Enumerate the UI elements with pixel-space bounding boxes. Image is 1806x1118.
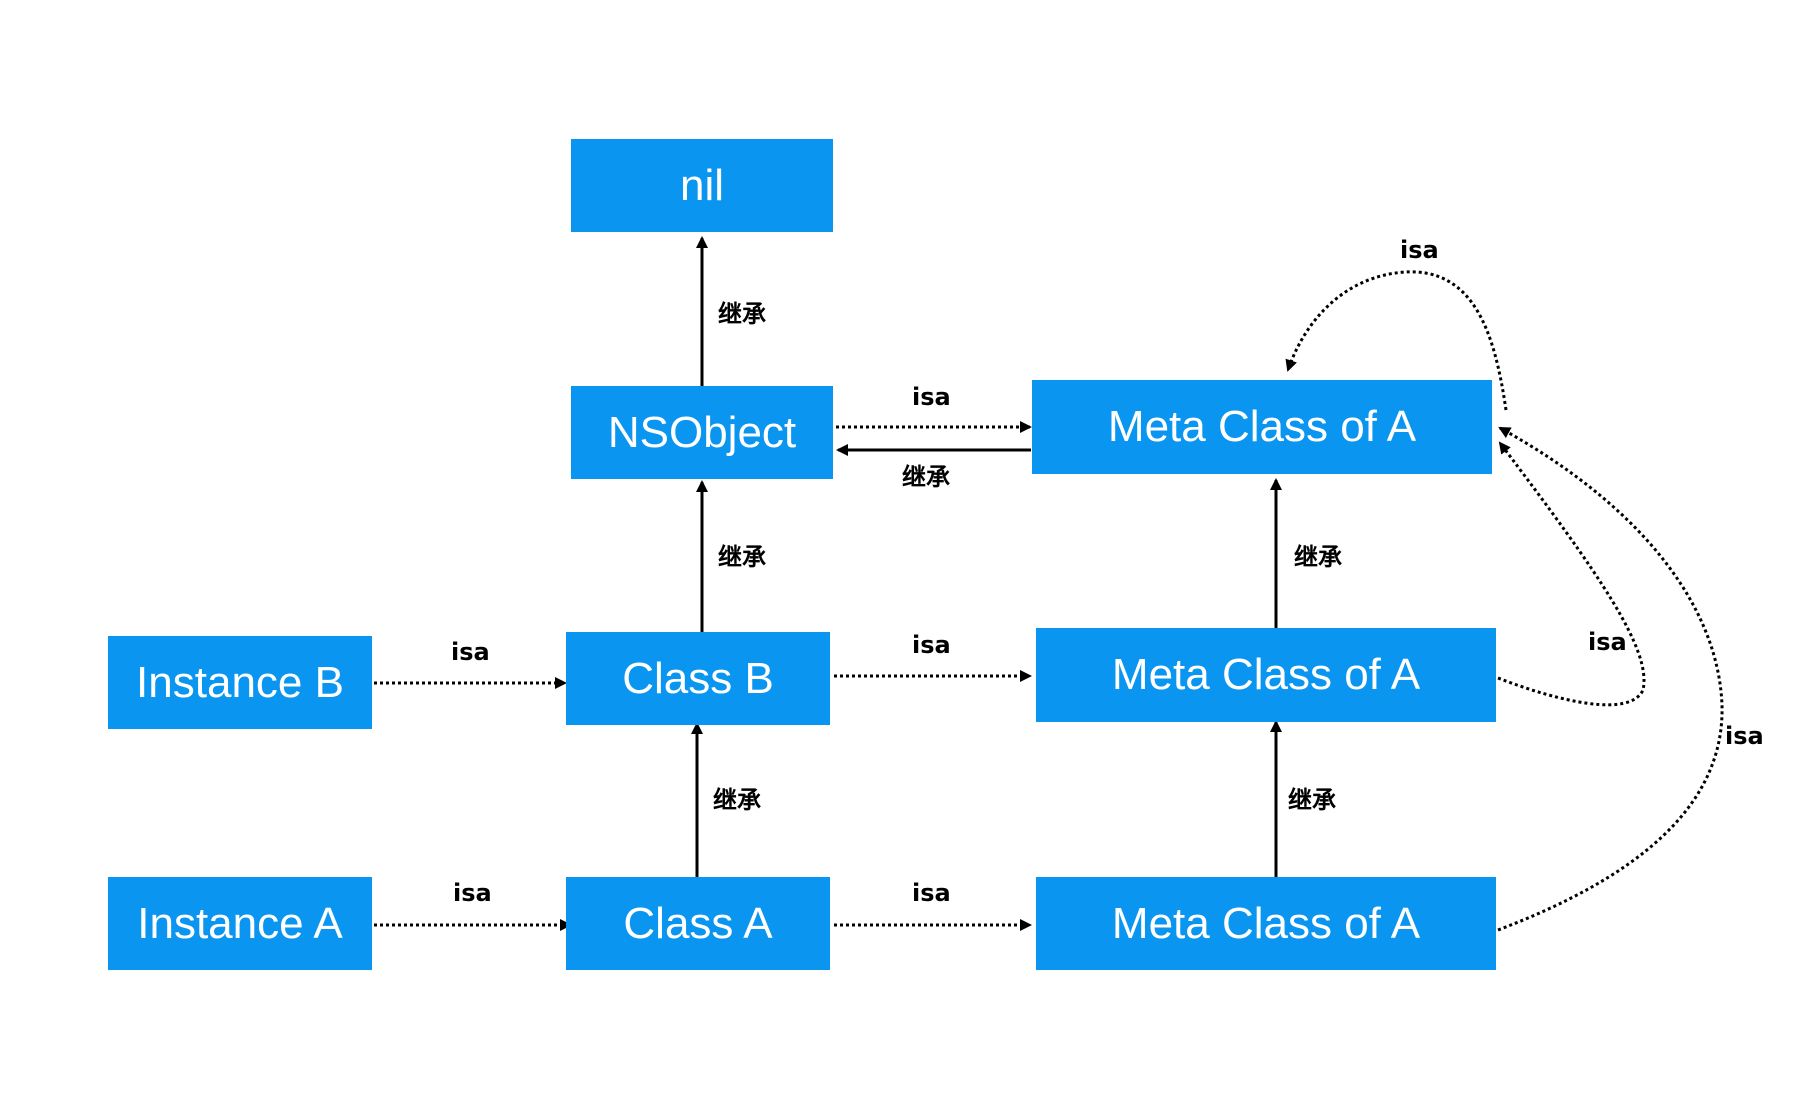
- instance-a-box: Instance A: [108, 877, 372, 970]
- label-metab-to-metaroot: 继承: [1294, 543, 1342, 571]
- label-classa-to-classb: 继承: [713, 786, 761, 814]
- label-metab-isa-metaroot: isa: [1588, 628, 1627, 656]
- label-nsobject-to-nil: 继承: [718, 300, 766, 328]
- meta-class-a-box: Meta Class of A: [1036, 877, 1496, 970]
- meta-class-root-box: Meta Class of A: [1032, 380, 1492, 474]
- label-instanceb-isa-classb: isa: [451, 638, 490, 666]
- isa-arrow-metaa-metaroot: [1497, 426, 1724, 932]
- class-a-box: Class A: [566, 877, 830, 970]
- isa-arrow-metaroot-self: [1285, 270, 1508, 411]
- label-metaroot-self-isa: isa: [1400, 236, 1439, 264]
- label-instancea-isa-classa: isa: [453, 879, 492, 907]
- class-b-box: Class B: [566, 632, 830, 725]
- label-classb-isa-metab: isa: [912, 631, 951, 659]
- label-metaa-isa-metaroot: isa: [1725, 722, 1764, 750]
- label-metaa-to-metab: 继承: [1288, 786, 1336, 814]
- nsobject-box: NSObject: [571, 386, 833, 479]
- label-classa-isa-metaa: isa: [912, 879, 951, 907]
- label-nsobject-isa-metaroot: isa: [912, 383, 951, 411]
- isa-arrow-metab-metaroot: [1497, 441, 1646, 707]
- meta-class-b-box: Meta Class of A: [1036, 628, 1496, 722]
- nil-box: nil: [571, 139, 833, 232]
- instance-b-box: Instance B: [108, 636, 372, 729]
- label-classb-to-nsobject: 继承: [718, 543, 766, 571]
- label-metaroot-inherit-nsobject: 继承: [902, 463, 950, 491]
